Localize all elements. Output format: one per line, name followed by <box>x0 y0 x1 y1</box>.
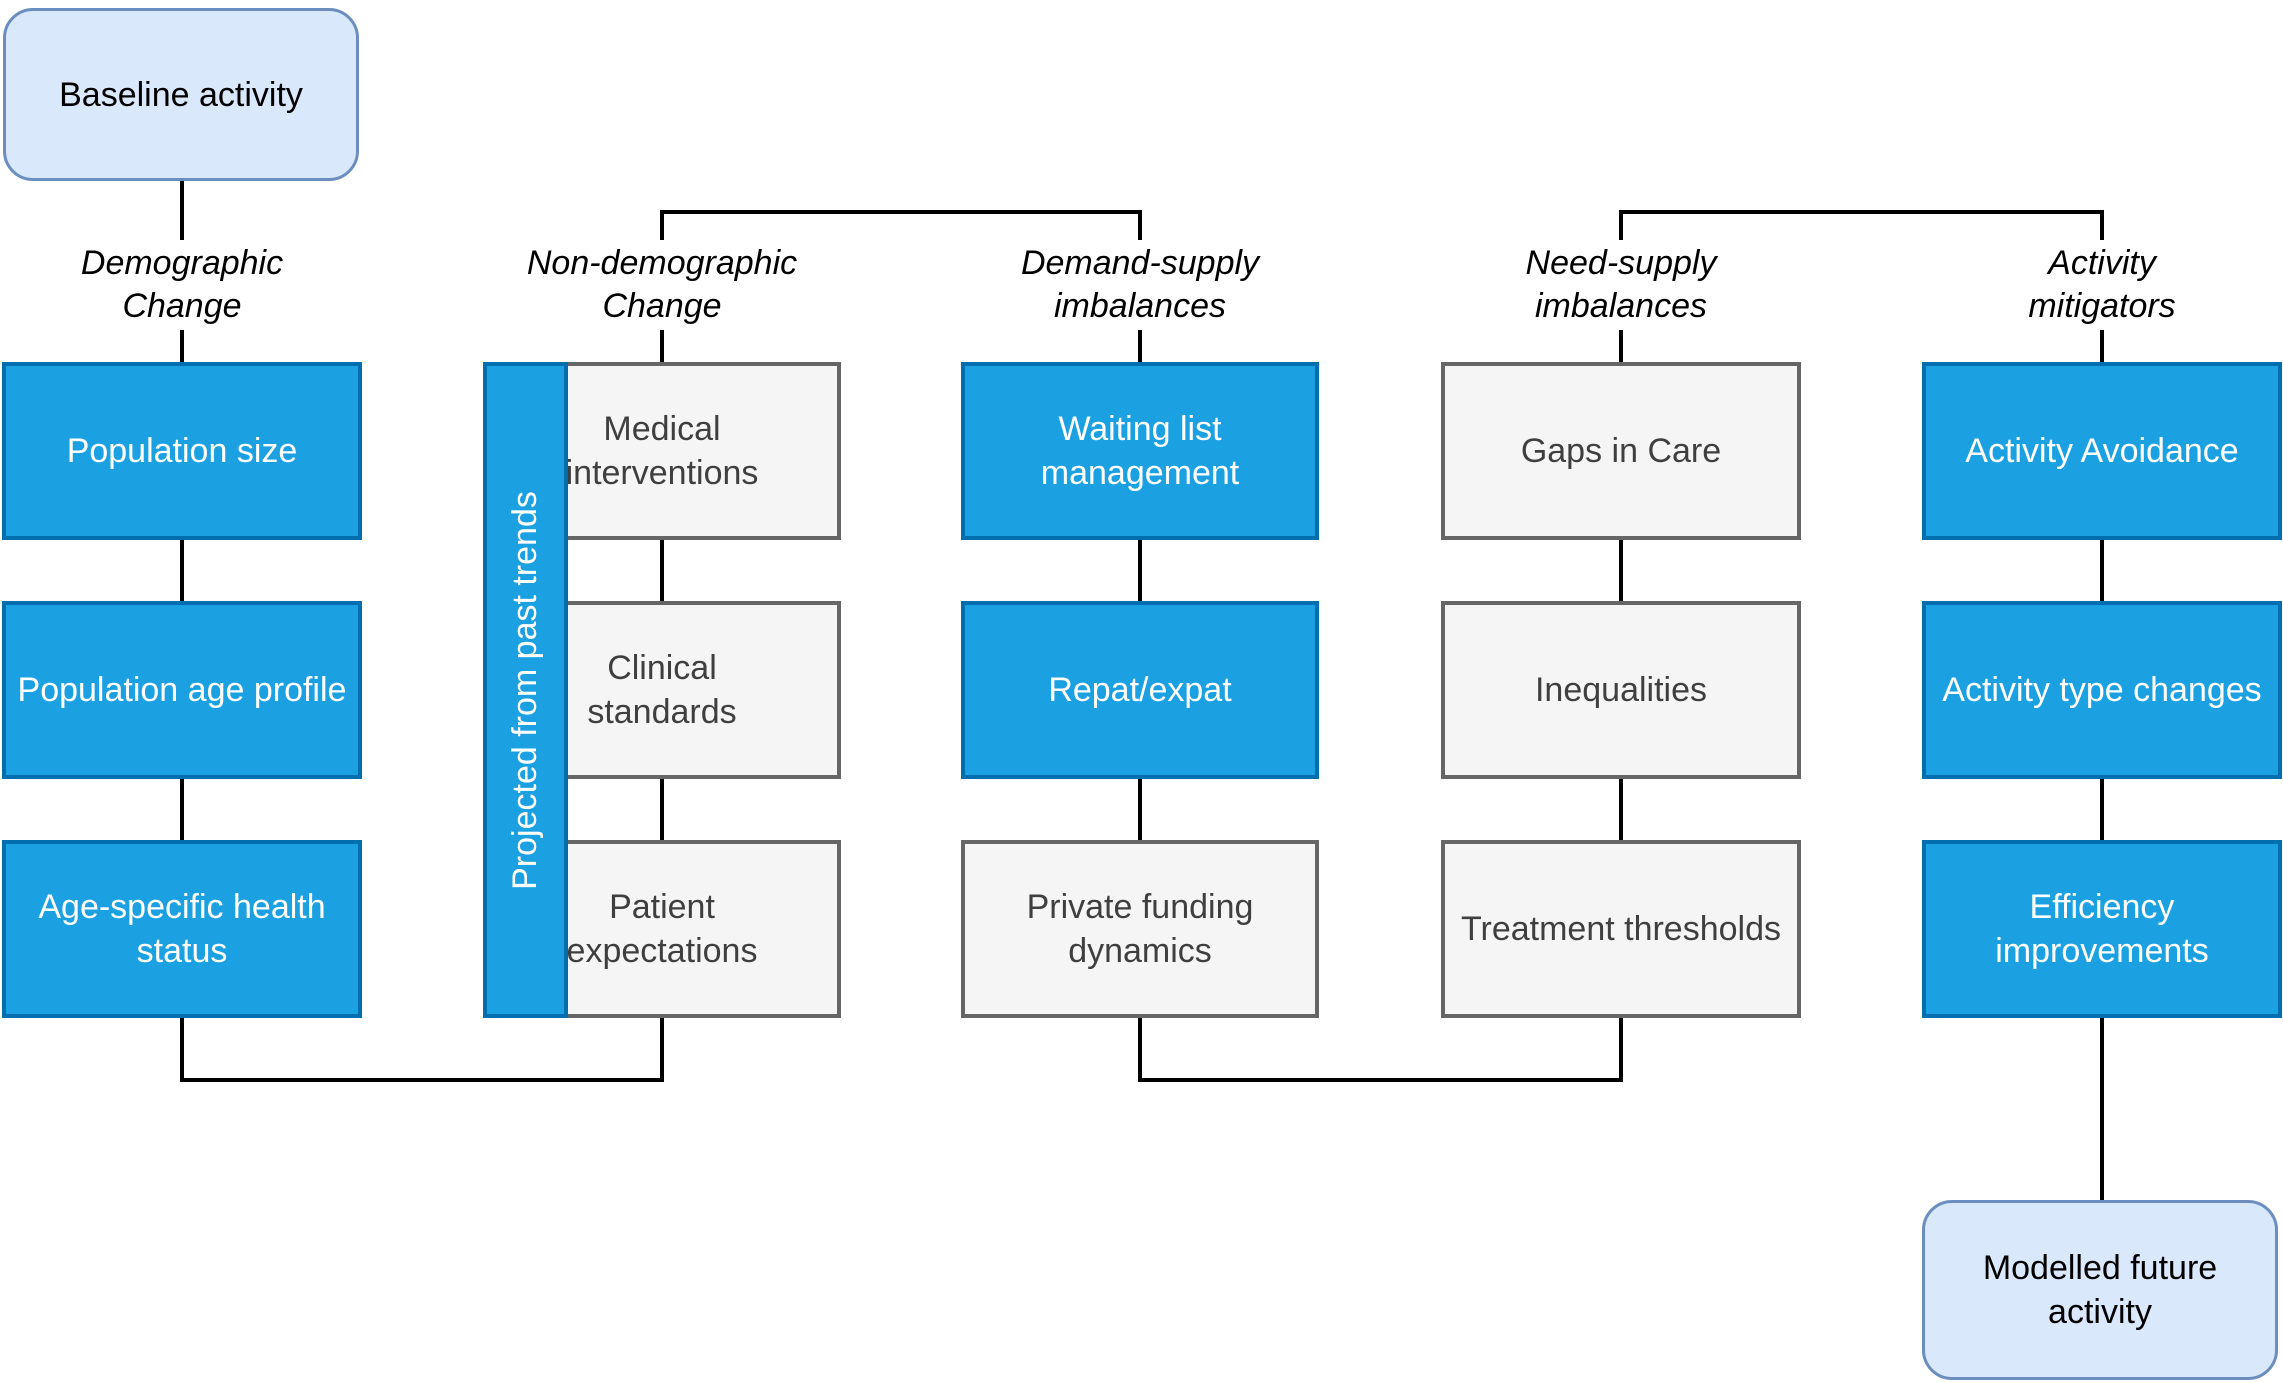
bar-projected-from-past-trends: Projected from past trends <box>483 362 568 1018</box>
node-population-size: Population size <box>2 362 362 540</box>
connector-col5-to-modelled <box>2100 1018 2104 1200</box>
node-population-age-profile: Population age profile <box>2 601 362 779</box>
node-activity-avoidance: Activity Avoidance <box>1922 362 2282 540</box>
node-treatment-thresholds: Treatment thresholds <box>1441 840 1801 1018</box>
column-header-need-supply-imbalances: Need-supply imbalances <box>1515 240 1727 330</box>
node-modelled-future-activity: Modelled future activity <box>1922 1200 2278 1380</box>
connector-col1-row1-row2 <box>180 540 184 601</box>
connector-col2-row2-row3 <box>660 779 664 840</box>
bracket-col4-col5 <box>1619 210 2104 242</box>
node-gaps-in-care: Gaps in Care <box>1441 362 1801 540</box>
node-age-specific-health-status: Age-specific health status <box>2 840 362 1018</box>
connector-col3-row1-row2 <box>1138 540 1142 601</box>
connector-col5-row2-row3 <box>2100 779 2104 840</box>
bracket-col2-col3 <box>660 210 1142 242</box>
node-baseline-activity: Baseline activity <box>3 8 359 181</box>
node-efficiency-improvements: Efficiency improvements <box>1922 840 2282 1018</box>
bracket-col3-col4-bottom <box>1138 1018 1623 1082</box>
bracket-col1-col2-bottom <box>180 1018 664 1082</box>
node-inequalities: Inequalities <box>1441 601 1801 779</box>
node-repat-expat: Repat/expat <box>961 601 1319 779</box>
column-header-demand-supply-imbalances: Demand-supply imbalances <box>1010 240 1270 330</box>
column-header-non-demographic-change: Non-demographic Change <box>516 240 808 330</box>
connector-col3-row2-row3 <box>1138 779 1142 840</box>
connector-col4-row1-row2 <box>1619 540 1623 601</box>
node-activity-type-changes: Activity type changes <box>1922 601 2282 779</box>
connector-col2-row1-row2 <box>660 540 664 601</box>
node-private-funding-dynamics: Private funding dynamics <box>961 840 1319 1018</box>
connector-col1-row2-row3 <box>180 779 184 840</box>
bar-projected-from-past-trends-label: Projected from past trends <box>506 490 544 890</box>
node-baseline-activity-label: Baseline activity <box>59 75 303 114</box>
connector-col5-row1-row2 <box>2100 540 2104 601</box>
column-header-activity-mitigators: Activity mitigators <box>2018 240 2186 330</box>
column-header-demographic-change: Demographic Change <box>70 240 294 330</box>
node-modelled-future-activity-label: Modelled future activity <box>1982 1249 2218 1331</box>
connector-col4-row2-row3 <box>1619 779 1623 840</box>
node-waiting-list-management: Waiting list management <box>961 362 1319 540</box>
